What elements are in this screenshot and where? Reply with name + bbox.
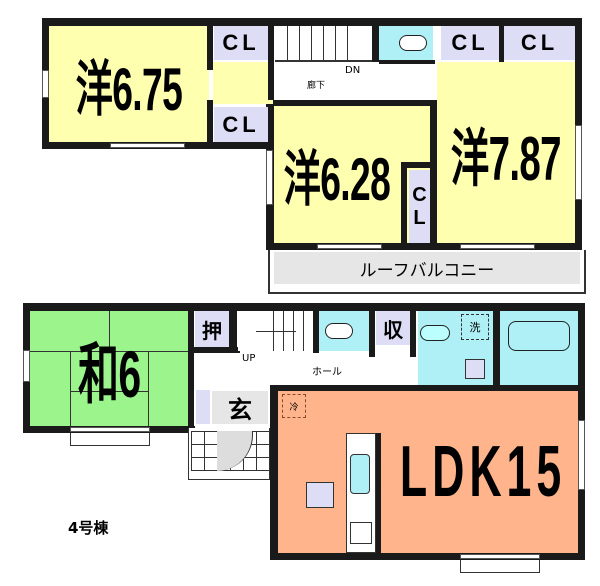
corridor: 廊下 DN — [275, 62, 435, 100]
balcony-floor: ルーフバルコニー — [274, 252, 580, 284]
washroom: 洗 — [418, 311, 493, 385]
wall — [274, 100, 434, 106]
stair-direction-label: DN — [345, 65, 361, 76]
window-bay — [70, 433, 150, 446]
lower-floor: 和6 押 UP ホール 収 洗 — [0, 300, 600, 586]
hall-label: ホール — [312, 367, 342, 378]
wall — [401, 162, 407, 244]
toilet-icon — [325, 323, 353, 339]
entrance-porch — [188, 428, 270, 480]
fridge-space: 冷 — [282, 394, 306, 418]
shoe-cabinet — [196, 390, 210, 424]
wall — [42, 18, 582, 26]
wall — [369, 311, 375, 357]
balcony-label: ルーフバルコニー — [359, 260, 495, 281]
closet: CL — [214, 107, 268, 142]
oshiire-closet: 押 — [195, 311, 229, 347]
sink-icon — [420, 325, 450, 341]
room-western-675: 洋6.75 — [49, 26, 209, 142]
bathroom — [500, 311, 578, 385]
window — [110, 143, 185, 148]
room-western-787: 洋7.87 — [437, 62, 575, 243]
wall — [379, 60, 435, 64]
wall — [270, 553, 585, 560]
wall — [268, 26, 274, 100]
wall — [207, 100, 213, 142]
kitchen-sink-icon — [350, 454, 370, 494]
room-western-675-nook — [213, 62, 273, 104]
pantry-icon — [306, 482, 334, 508]
window — [42, 70, 49, 98]
bathtub-icon — [508, 321, 570, 351]
room-japanese-6: 和6 — [30, 311, 188, 426]
room-label: 和6 — [77, 336, 141, 411]
window — [317, 244, 382, 249]
window — [460, 554, 540, 559]
window — [578, 420, 585, 490]
wall — [313, 311, 319, 355]
building-label: 4号棟 — [68, 519, 109, 537]
wall — [401, 162, 430, 168]
upper-floor: 洋6.75 CL CL 廊下 DN CL CL 洋7.87 — [42, 18, 586, 294]
room-label: 洋6.28 — [283, 146, 391, 213]
room-label: 洋7.87 — [450, 124, 562, 194]
stair-direction-label: UP — [242, 353, 256, 364]
toilet-upper — [379, 26, 433, 60]
hall: UP ホール — [194, 353, 420, 385]
wall — [266, 243, 582, 250]
storage-closet: 収 — [376, 311, 410, 345]
balcony: ルーフバルコニー — [268, 250, 586, 294]
wall — [270, 385, 278, 560]
room-label: 洋6.75 — [75, 55, 183, 123]
wall — [207, 26, 213, 70]
window — [266, 150, 273, 205]
wall — [499, 26, 504, 62]
wall — [270, 385, 585, 391]
window — [460, 244, 535, 249]
entrance: 玄 — [212, 391, 268, 424]
closet: CL — [214, 26, 268, 60]
wall — [229, 311, 237, 353]
window-bay — [460, 560, 540, 573]
closet: CL — [441, 26, 499, 60]
staircase[interactable] — [275, 26, 375, 62]
stove-icon — [350, 522, 372, 544]
toilet-icon — [399, 35, 427, 51]
wall — [372, 26, 379, 64]
wall — [493, 311, 500, 385]
wall — [192, 347, 240, 353]
room-ldk-15: 冷 LDK15 — [278, 391, 578, 553]
wall — [23, 303, 585, 311]
kitchen-counter — [346, 433, 376, 553]
corridor-label: 廊下 — [307, 81, 326, 91]
closet-vertical: C L — [409, 170, 430, 243]
wall — [376, 433, 381, 553]
window — [575, 125, 582, 200]
window — [70, 427, 150, 432]
closet: CL — [504, 26, 575, 60]
room-label: LDK15 — [399, 432, 567, 512]
water-heater-icon — [465, 359, 485, 379]
toilet-lower — [319, 311, 369, 351]
wall — [430, 100, 437, 245]
washer-area: 洗 — [461, 314, 489, 340]
window — [23, 350, 30, 382]
wall — [188, 311, 194, 433]
staircase[interactable] — [238, 311, 313, 351]
wall — [410, 311, 416, 357]
